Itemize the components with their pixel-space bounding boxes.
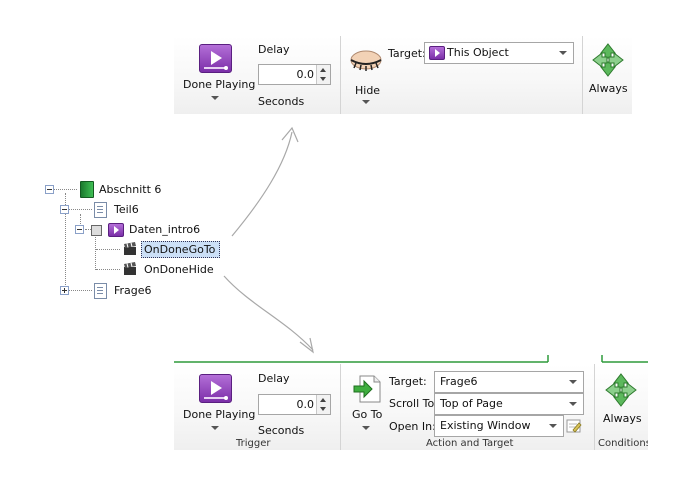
bottom-condition-button[interactable]: Always	[598, 370, 644, 432]
arrowhead-top	[281, 126, 299, 143]
arrowhead-bottom	[299, 337, 314, 354]
object-box-icon	[91, 225, 102, 236]
tree-item-frage[interactable]: Frage6	[114, 284, 152, 297]
media-icon	[429, 46, 445, 60]
top-action-label: Hide	[355, 84, 381, 97]
bottom-trigger-group-label: Trigger	[236, 438, 271, 449]
edit-note-icon[interactable]	[566, 418, 582, 434]
bottom-openin-label: Open In:	[389, 420, 436, 433]
media-play-icon	[199, 44, 232, 73]
bottom-action-dropdown-icon	[362, 426, 370, 430]
top-target-select[interactable]: This Object	[424, 42, 574, 64]
arrow-to-bottom-ribbon	[223, 275, 314, 351]
top-action-dropdown-icon	[362, 100, 370, 104]
top-action-button[interactable]: Hide	[346, 42, 388, 104]
bottom-separator-2	[594, 364, 595, 450]
action-clapper-icon	[124, 262, 136, 275]
bottom-target-value: Frage6	[440, 375, 478, 388]
top-target-value: This Object	[447, 46, 509, 59]
tree-expander-teil[interactable]	[60, 205, 69, 214]
bottom-openin-value: Existing Window	[440, 419, 531, 432]
goto-arrow-icon	[353, 375, 381, 403]
top-trigger-label: Done Playing	[183, 78, 256, 91]
tree-expander-frage[interactable]	[60, 286, 69, 295]
bottom-delay-label: Delay	[258, 372, 290, 385]
media-icon	[108, 223, 124, 237]
arrows-icon	[605, 373, 637, 407]
top-delay-value: 0.0	[296, 68, 315, 81]
chapter-book-icon	[80, 181, 94, 198]
action-clapper-icon	[124, 242, 136, 255]
top-target-label: Target:	[388, 47, 426, 60]
arrows-icon	[592, 43, 624, 77]
bottom-action-label: Go To	[352, 408, 383, 421]
tree-item-daten[interactable]: Daten_intro6	[129, 223, 201, 236]
tree-expander-daten[interactable]	[75, 225, 84, 234]
top-delay-spinner[interactable]: 0.0	[258, 64, 331, 85]
bottom-delay-unit: Seconds	[258, 424, 305, 437]
top-trigger-button[interactable]: Done Playing	[176, 42, 256, 104]
top-condition-label: Always	[589, 82, 628, 95]
top-condition-button[interactable]: Always	[586, 40, 630, 102]
arrow-to-top-ribbon	[231, 131, 293, 237]
bottom-delay-stepper-buttons[interactable]	[316, 395, 330, 414]
bottom-scroll-select[interactable]: Top of Page	[434, 393, 584, 415]
bottom-trigger-button[interactable]: Done Playing	[176, 372, 256, 434]
bottom-delay-value: 0.0	[296, 398, 315, 411]
bottom-openin-select[interactable]: Existing Window	[434, 415, 564, 437]
tree-item-teil[interactable]: Teil6	[114, 203, 139, 216]
tree-item-abschnitt[interactable]: Abschnitt 6	[99, 183, 162, 196]
chevron-down-icon	[569, 402, 577, 406]
bottom-ribbon: Done Playing Delay 0.0 Seconds Trigger G…	[174, 364, 648, 450]
top-delay-stepper-buttons[interactable]	[316, 65, 330, 84]
bottom-target-label: Target:	[389, 375, 427, 388]
bottom-action-button[interactable]: Go To	[346, 372, 388, 434]
top-ribbon: Done Playing Delay 0.0 Seconds Hide Targ…	[174, 36, 632, 114]
bottom-trigger-dropdown-icon	[211, 426, 219, 430]
page-icon	[94, 283, 107, 299]
bottom-trigger-label: Done Playing	[183, 408, 256, 421]
bottom-condition-label: Always	[603, 412, 642, 425]
bottom-separator-1	[340, 364, 341, 450]
eye-closed-icon	[350, 50, 382, 71]
top-trigger-dropdown-icon	[211, 96, 219, 100]
media-play-icon	[199, 374, 232, 403]
chevron-down-icon	[549, 424, 557, 428]
bottom-action-group-label: Action and Target	[426, 438, 514, 449]
top-separator-2	[582, 36, 583, 114]
tree-item-ondonehide[interactable]: OnDoneHide	[144, 263, 214, 276]
top-delay-label: Delay	[258, 43, 290, 56]
top-delay-unit: Seconds	[258, 95, 305, 108]
chevron-down-icon	[569, 380, 577, 384]
bottom-delay-spinner[interactable]: 0.0	[258, 394, 331, 415]
tree-item-ondonegoto[interactable]: OnDoneGoTo	[144, 243, 216, 256]
page-icon	[94, 202, 107, 218]
tree-selection-highlight	[141, 241, 220, 258]
top-separator-1	[340, 36, 341, 114]
bottom-scroll-value: Top of Page	[440, 397, 503, 410]
bottom-target-select[interactable]: Frage6	[434, 371, 584, 393]
tree-expander-abschnitt[interactable]	[45, 185, 54, 194]
bottom-scroll-label: Scroll To:	[389, 397, 438, 410]
bottom-condition-group-label: Conditions	[598, 438, 648, 449]
chevron-down-icon	[559, 51, 567, 55]
